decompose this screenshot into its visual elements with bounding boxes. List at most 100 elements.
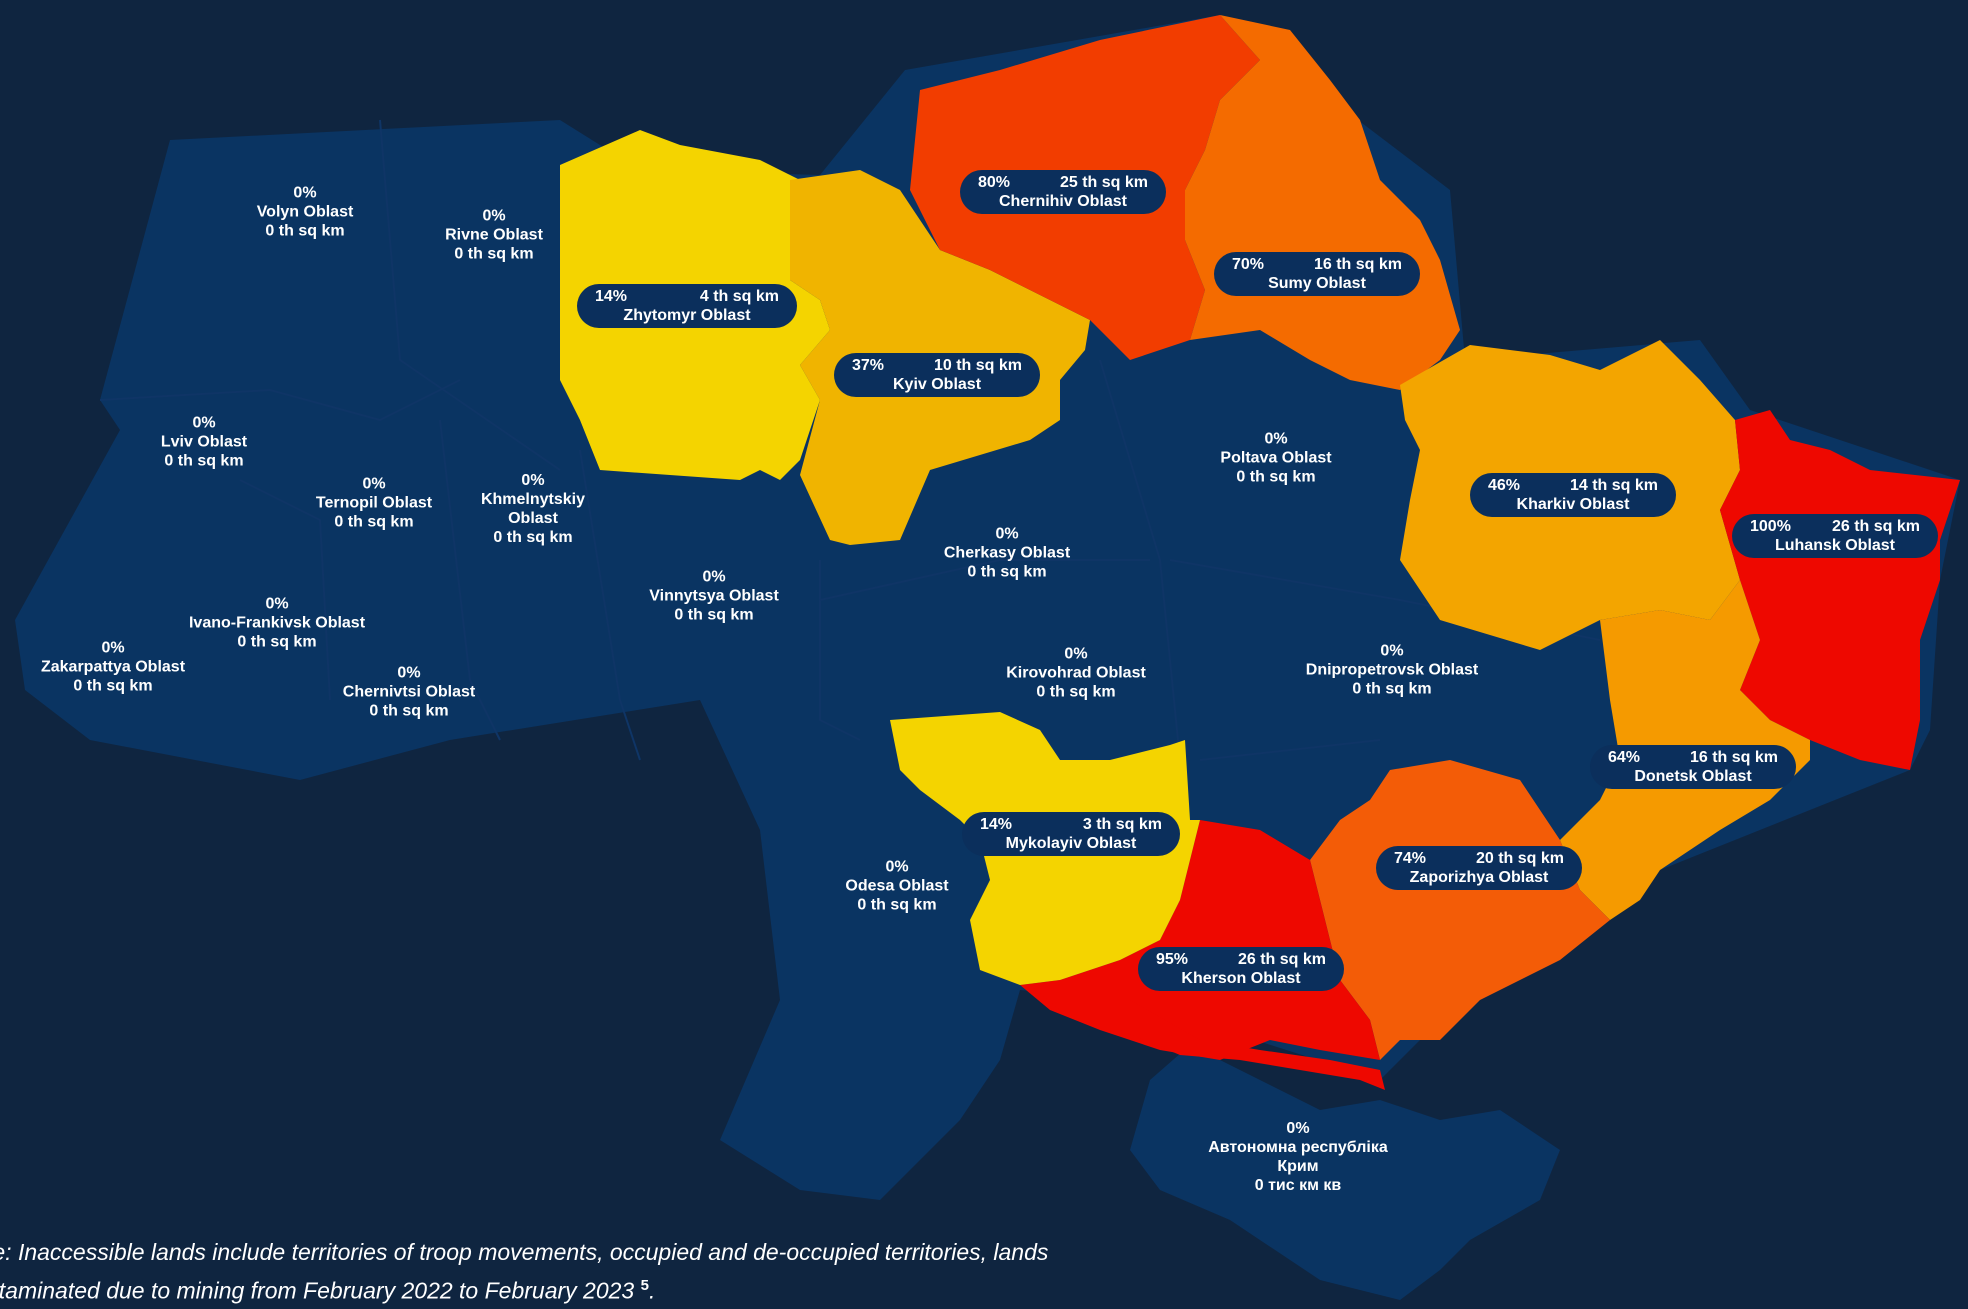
region-luhansk [1720, 410, 1960, 770]
kherson-percent: 95% [1156, 951, 1189, 968]
note-footnote-number: 5 [640, 1277, 649, 1294]
volyn-name: Volyn Oblast [256, 203, 354, 221]
kirovohrad-percent: 0% [1064, 645, 1088, 663]
region-zaporizhya [1310, 760, 1610, 1060]
poltava-area: 0 th sq km [1236, 468, 1316, 486]
zhytomyr-name: Zhytomyr Oblast [623, 307, 751, 324]
region-label-vinnytsya: 0% Vinnytsya Oblast 0 th sq km [649, 568, 779, 625]
odesa-name: Odesa Oblast [845, 877, 949, 895]
kherson-name: Kherson Oblast [1181, 970, 1301, 987]
region-label-zakarpattya: 0% Zakarpattya Oblast 0 th sq km [41, 639, 185, 696]
region-label-odesa: 0% Odesa Oblast 0 th sq km [845, 858, 948, 915]
kirovohrad-name: Kirovohrad Oblast [1006, 664, 1146, 682]
note-line2-wrap: ntaminated due to mining from February 2… [0, 1269, 1048, 1308]
region-label-crimea: 0% Автономна республіка Крим 0 тис км кв [1208, 1119, 1388, 1195]
kirovohrad-area: 0 th sq km [1036, 683, 1116, 701]
zaporizhya-percent: 74% [1394, 850, 1427, 867]
mykolayiv-name: Mykolayiv Oblast [1005, 835, 1137, 852]
volyn-percent: 0% [293, 184, 317, 202]
odesa-area: 0 th sq km [857, 896, 937, 914]
lviv-area: 0 th sq km [164, 452, 244, 470]
poltava-name: Poltava Oblast [1220, 449, 1332, 467]
pill-luhansk: 100% 26 th sq km Luhansk Oblast [1732, 514, 1938, 558]
note-end: . [648, 1277, 656, 1304]
cherkasy-area: 0 th sq km [967, 563, 1047, 581]
zaporizhya-name: Zaporizhya Oblast [1409, 869, 1549, 886]
chernihiv-percent: 80% [978, 174, 1011, 191]
pill-sumy: 70% 16 th sq km Sumy Oblast [1214, 252, 1420, 296]
pill-zhytomyr: 14% 4 th sq km Zhytomyr Oblast [577, 284, 797, 328]
rivne-area: 0 th sq km [454, 245, 534, 263]
kyiv-percent: 37% [852, 357, 885, 374]
volyn-area: 0 th sq km [265, 222, 345, 240]
lviv-name: Lviv Oblast [160, 433, 248, 451]
region-label-poltava: 0% Poltava Oblast 0 th sq km [1220, 430, 1331, 487]
crimea-percent: 0% [1286, 1120, 1310, 1137]
coastline-strip [1030, 985, 1385, 1090]
pill-zaporizhya: 74% 20 th sq km Zaporizhya Oblast [1376, 846, 1582, 890]
ivano-frankivsk-percent: 0% [265, 595, 289, 613]
kherson-area: 26 th sq km [1237, 951, 1326, 968]
poltava-percent: 0% [1264, 430, 1288, 448]
zakarpattya-name: Zakarpattya Oblast [40, 658, 186, 676]
ternopil-percent: 0% [362, 475, 386, 493]
mykolayiv-percent: 14% [980, 816, 1013, 833]
sumy-name: Sumy Oblast [1268, 275, 1366, 292]
kyiv-name: Kyiv Oblast [892, 376, 982, 393]
sumy-percent: 70% [1232, 256, 1265, 273]
dnipropetrovsk-percent: 0% [1380, 642, 1404, 660]
donetsk-area: 16 th sq km [1689, 749, 1778, 766]
ternopil-area: 0 th sq km [334, 513, 414, 531]
khmelnytskiy-percent: 0% [521, 472, 545, 489]
zakarpattya-area: 0 th sq km [73, 677, 153, 695]
mykolayiv-area: 3 th sq km [1082, 816, 1162, 833]
pill-donetsk: 64% 16 th sq km Donetsk Oblast [1590, 745, 1796, 789]
pill-mykolayiv: 14% 3 th sq km Mykolayiv Oblast [962, 812, 1180, 856]
khmelnytskiy-name-line1: Khmelnytskiy [480, 491, 586, 508]
rivne-name: Rivne Oblast [445, 226, 543, 244]
khmelnytskiy-name-line2: Oblast [508, 510, 558, 527]
vinnytsya-area: 0 th sq km [674, 606, 754, 624]
donetsk-name: Donetsk Oblast [1634, 768, 1752, 785]
sumy-area: 16 th sq km [1313, 256, 1402, 273]
luhansk-area: 26 th sq km [1831, 518, 1920, 535]
chernivtsi-percent: 0% [397, 664, 421, 682]
donetsk-percent: 64% [1608, 749, 1641, 766]
kharkiv-area: 14 th sq km [1569, 477, 1658, 494]
kharkiv-name: Kharkiv Oblast [1516, 496, 1630, 513]
lviv-percent: 0% [192, 414, 216, 432]
crimea-region [1130, 1045, 1560, 1300]
odesa-percent: 0% [885, 858, 909, 876]
zakarpattya-percent: 0% [101, 639, 125, 657]
region-label-chernivtsi: 0% Chernivtsi Oblast 0 th sq km [343, 664, 475, 721]
kharkiv-percent: 46% [1488, 477, 1521, 494]
zaporizhya-area: 20 th sq km [1475, 850, 1564, 867]
chernivtsi-area: 0 th sq km [369, 702, 449, 720]
region-label-cherkasy: 0% Cherkasy Oblast 0 th sq km [944, 525, 1070, 582]
dnipropetrovsk-name: Dnipropetrovsk Oblast [1305, 661, 1479, 679]
ivano-frankivsk-area: 0 th sq km [237, 633, 317, 651]
cherkasy-name: Cherkasy Oblast [943, 544, 1071, 562]
luhansk-percent: 100% [1750, 518, 1791, 535]
luhansk-name: Luhansk Oblast [1774, 537, 1896, 554]
ternopil-name: Ternopil Oblast [315, 494, 433, 512]
zhytomyr-area: 4 th sq km [699, 288, 779, 305]
chernivtsi-name: Chernivtsi Oblast [342, 683, 476, 701]
region-label-rivne: 0% Rivne Oblast 0 th sq km [445, 207, 543, 264]
region-label-volyn: 0% Volyn Oblast 0 th sq km [257, 184, 354, 241]
region-label-dnipropetrovsk: 0% Dnipropetrovsk Oblast 0 th sq km [1306, 642, 1478, 699]
pill-chernihiv: 80%25 th sq km Chernihiv Oblast [960, 170, 1166, 214]
ivano-frankivsk-name: Ivano-Frankivsk Oblast [188, 614, 366, 632]
zhytomyr-percent: 14% [595, 288, 628, 305]
vinnytsya-percent: 0% [702, 568, 726, 586]
pill-kyiv: 37%10 th sq km Kyiv Oblast [834, 353, 1040, 397]
dnipropetrovsk-area: 0 th sq km [1352, 680, 1432, 698]
region-sumy [1185, 15, 1460, 390]
chernihiv-name: Chernihiv Oblast [998, 193, 1128, 210]
region-label-ivano-frankivsk: 0% Ivano-Frankivsk Oblast 0 th sq km [189, 595, 365, 652]
crimea-name-line2: Крим [1277, 1158, 1319, 1175]
region-label-lviv: 0% Lviv Oblast 0 th sq km [161, 414, 247, 471]
pill-kharkiv: 46% 14 th sq km Kharkiv Oblast [1470, 473, 1676, 517]
crimea-name-line1: Автономна республіка [1208, 1139, 1388, 1156]
note-line2: ntaminated due to mining from February 2… [0, 1277, 635, 1304]
